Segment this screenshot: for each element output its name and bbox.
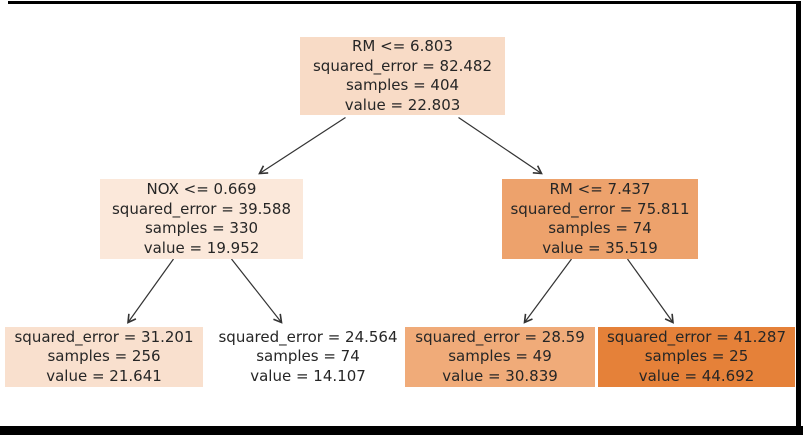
edge-root-to-right [458,117,543,175]
tree-leaf-4: squared_error = 41.287 samples = 25 valu… [598,327,795,387]
tree-node-right: RM <= 7.437 squared_error = 75.811 sampl… [502,179,698,259]
node-split-condition: RM <= 6.803 [352,37,453,55]
node-samples: samples = 330 [144,219,259,237]
frame-border-right [796,1,801,435]
node-samples: samples = 49 [448,347,552,366]
tree-leaf-2: squared_error = 24.564 samples = 74 valu… [212,327,404,387]
node-squared-error: squared_error = 75.811 [510,199,690,218]
frame-border-bottom [0,426,803,435]
edge-right-to-leaf3 [523,258,572,324]
node-split-condition: RM <= 7.437 [549,180,651,198]
frame-border-top [8,1,801,4]
node-squared-error: squared_error = 28.59 [415,327,585,346]
node-squared-error: squared_error = 82.482 [312,56,493,75]
node-value: value = 14.107 [250,366,366,385]
node-samples: samples = 74 [256,347,360,366]
node-value: value = 35.519 [542,238,658,257]
node-value: value = 21.641 [46,366,162,385]
node-squared-error: squared_error = 41.287 [606,327,787,346]
node-squared-error: squared_error = 31.201 [14,327,194,346]
tree-node-root: RM <= 6.803 squared_error = 82.482 sampl… [300,37,505,115]
node-samples: samples = 74 [548,219,652,237]
node-value: value = 30.839 [442,366,558,385]
tree-leaf-1: squared_error = 31.201 samples = 256 val… [5,327,203,387]
node-samples: samples = 404 [345,76,460,94]
node-squared-error: squared_error = 24.564 [218,327,398,346]
node-samples: samples = 25 [644,347,749,366]
edge-left-to-leaf2 [231,258,283,324]
edge-right-to-leaf4 [627,258,674,324]
tree-node-left: NOX <= 0.669 squared_error = 39.588 samp… [100,179,303,259]
node-split-condition: NOX <= 0.669 [146,180,257,198]
node-value: value = 19.952 [143,238,260,257]
node-value: value = 44.692 [638,366,755,385]
node-value: value = 22.803 [344,95,461,114]
node-samples: samples = 256 [47,347,161,366]
edge-root-to-left [258,116,346,175]
edge-left-to-leaf1 [127,258,174,324]
node-squared-error: squared_error = 39.588 [111,199,292,218]
tree-leaf-3: squared_error = 28.59 samples = 49 value… [405,327,595,387]
